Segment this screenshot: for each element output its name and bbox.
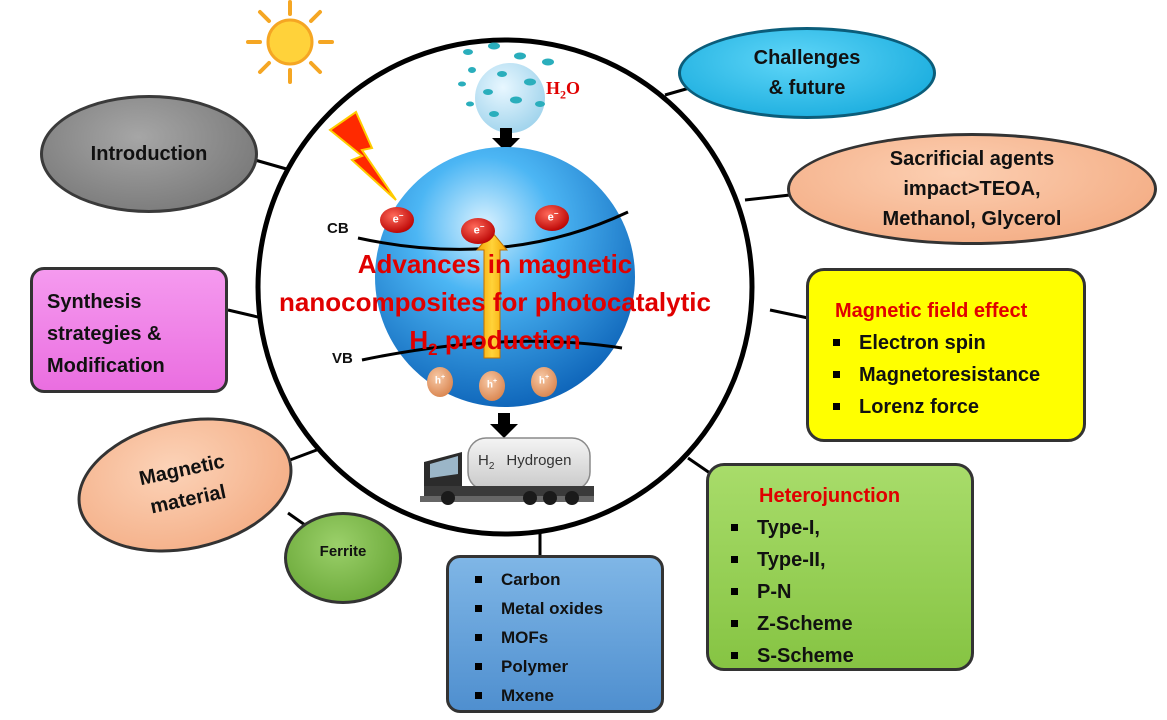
water-arrow [492, 128, 520, 152]
hole-icon [531, 367, 557, 397]
heterojunction-item: Type-I, [729, 512, 971, 544]
ferrite-label: Ferrite [319, 543, 367, 560]
heterojunction-item: Z-Scheme [729, 608, 971, 640]
heterojunction-item: Type-II, [729, 544, 971, 576]
sacrificial-label-2: impact>TEOA, [903, 178, 1041, 200]
cb-label: CB [327, 220, 349, 237]
vb-label: VB [332, 350, 353, 367]
magnetic-field-item: Electron spin [831, 327, 1083, 359]
sacrificial-label-3: Methanol, Glycerol [882, 208, 1062, 230]
synthesis-label-1: Synthesis [47, 291, 142, 313]
material-item: Mxene [473, 681, 661, 710]
magnetic-field-title: Magnetic field effect [835, 300, 1028, 322]
water-label: H2O [546, 78, 581, 102]
sacrificial-label-1: Sacrificial agents [889, 148, 1055, 170]
hole-icon [479, 371, 505, 401]
material-item: Carbon [473, 565, 661, 594]
electron-label: e− [547, 209, 559, 224]
synthesis-label-3: Modification [47, 355, 165, 377]
synthesis-node: Synthesis strategies & Modification [30, 267, 228, 393]
material-item: Metal oxides [473, 594, 661, 623]
lightning-icon [328, 110, 397, 201]
diagram-title: Advances in magnetic nanocomposites for … [250, 245, 740, 369]
hole-icon [427, 367, 453, 397]
heterojunction-node: Heterojunction Type-I, Type-II, P-N Z-Sc… [706, 463, 974, 671]
title-line-1: Advances in magnetic [357, 249, 633, 279]
hole-label: h+ [538, 374, 550, 387]
challenges-label-2: & future [768, 77, 846, 99]
title-line-2: nanocomposites for photocatalytic [279, 287, 711, 317]
magnetic-field-node: Magnetic field effect Electron spin Magn… [806, 268, 1086, 442]
hydrogen-truck-icon [420, 437, 594, 505]
sacrificial-agents-node: Sacrificial agents impact>TEOA, Methanol… [787, 133, 1157, 245]
synthesis-label-2: strategies & [47, 323, 162, 345]
title-line-3: H2 production [409, 325, 581, 360]
connector-lines [227, 83, 809, 556]
magnetic-field-item: Lorenz force [831, 391, 1083, 423]
magnetic-field-item: Magnetoresistance [831, 359, 1083, 391]
hole-label: h+ [434, 374, 446, 387]
challenges-node: Challenges & future [678, 27, 936, 119]
heterojunction-item: S-Scheme [729, 640, 971, 672]
introduction-node: Introduction [40, 95, 258, 213]
electron-icon [380, 207, 414, 233]
hole-label: h+ [486, 378, 498, 391]
challenges-label-1: Challenges [753, 47, 861, 69]
electron-label: e− [392, 211, 404, 226]
materials-list: Carbon Metal oxides MOFs Polymer Mxene [473, 565, 661, 710]
magnetic-field-list: Electron spin Magnetoresistance Lorenz f… [831, 327, 1083, 423]
sun-icon [246, 0, 334, 84]
material-item: MOFs [473, 623, 661, 652]
introduction-label: Introduction [90, 142, 208, 165]
excitation-arrow [475, 231, 509, 359]
electron-icon [535, 205, 569, 231]
electron-icon [461, 218, 495, 244]
ferrite-node: Ferrite [284, 512, 402, 604]
heterojunction-title: Heterojunction [759, 485, 901, 507]
production-arrow [490, 413, 518, 438]
heterojunction-item: P-N [729, 576, 971, 608]
material-item: Polymer [473, 652, 661, 681]
materials-node: Carbon Metal oxides MOFs Polymer Mxene [446, 555, 664, 713]
water-drop-icon [458, 42, 554, 133]
electron-label: e− [473, 222, 485, 237]
heterojunction-list: Type-I, Type-II, P-N Z-Scheme S-Scheme [729, 512, 971, 672]
